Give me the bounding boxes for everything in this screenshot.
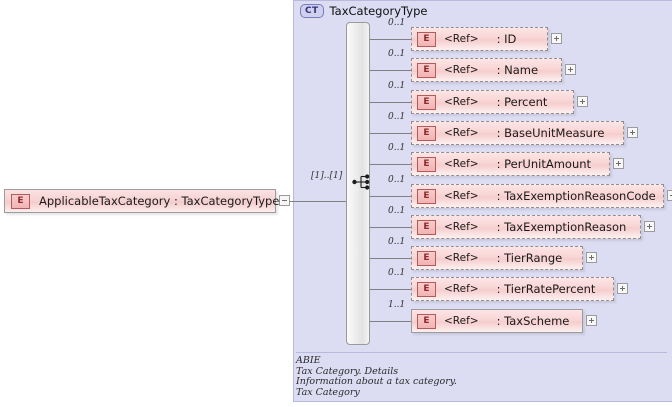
element-type-icon: E	[417, 281, 436, 297]
root-collapse-toggle[interactable]	[279, 195, 290, 206]
connector-line	[370, 258, 411, 259]
element-node[interactable]: E <Ref> : Percent	[411, 90, 574, 114]
root-element-label: ApplicableTaxCategory : TaxCategoryType	[39, 194, 280, 208]
connector-root-right	[276, 201, 280, 202]
element-expand-toggle[interactable]	[577, 96, 588, 107]
element-node[interactable]: E <Ref> : Name	[411, 58, 562, 82]
element-type-icon: E	[417, 188, 436, 204]
element-ref-label: <Ref>	[444, 283, 479, 295]
element-type-icon: E	[417, 250, 436, 266]
root-element-node[interactable]: E ApplicableTaxCategory : TaxCategoryTyp…	[4, 189, 280, 213]
connector-line	[370, 39, 411, 40]
cardinality-label: 0..1	[388, 49, 406, 59]
annotation-line-3: Information about a tax category.	[296, 376, 457, 388]
sequence-icon	[352, 174, 370, 190]
element-name-label: : TierRange	[496, 251, 563, 265]
element-ref-label: <Ref>	[444, 315, 479, 327]
cardinality-label: 0..1	[388, 237, 406, 247]
cardinality-label: 0..1	[388, 18, 406, 28]
cardinality-label: 0..1	[388, 81, 406, 91]
element-node[interactable]: E <Ref> : PerUnitAmount	[411, 152, 610, 176]
element-expand-toggle[interactable]	[613, 158, 624, 169]
element-node[interactable]: E <Ref> : TierRange	[411, 246, 583, 270]
element-expand-toggle[interactable]	[565, 64, 576, 75]
element-ref-label: <Ref>	[444, 127, 479, 139]
element-expand-toggle[interactable]	[617, 283, 628, 294]
element-expand-toggle[interactable]	[586, 252, 597, 263]
cardinality-label: 0..1	[388, 143, 406, 153]
annotation-line-1: ABIE	[296, 355, 321, 366]
element-type-icon: E	[11, 193, 30, 209]
element-node[interactable]: E <Ref> : TaxExemptionReason	[411, 215, 641, 239]
element-name-label: : TaxExemptionReasonCode	[496, 189, 656, 203]
complex-type-name: TaxCategoryType	[329, 4, 428, 18]
cardinality-label: 0..1	[388, 268, 406, 278]
element-node[interactable]: E <Ref> : ID	[411, 27, 548, 51]
element-type-icon: E	[417, 219, 436, 235]
element-expand-toggle[interactable]	[551, 33, 562, 44]
element-ref-label: <Ref>	[444, 33, 479, 45]
element-node[interactable]: E <Ref> : TaxExemptionReasonCode	[411, 184, 664, 208]
element-type-icon: E	[417, 62, 436, 78]
connector-line	[370, 102, 411, 103]
compositor-cardinality: [1]..[1]	[311, 171, 343, 181]
element-ref-label: <Ref>	[444, 190, 479, 202]
element-ref-label: <Ref>	[444, 96, 479, 108]
connector-line	[370, 289, 411, 290]
element-ref-label: <Ref>	[444, 64, 479, 76]
annotation-block: ABIE Tax Category. Details Information a…	[296, 352, 667, 397]
cardinality-label: 0..1	[388, 112, 406, 122]
connector-line	[370, 321, 411, 322]
cardinality-label: 0..1	[388, 206, 406, 216]
connector-line	[370, 196, 411, 197]
element-name-label: : Percent	[496, 95, 548, 109]
cardinality-label: 1..1	[388, 300, 406, 310]
element-type-icon: E	[417, 94, 436, 110]
element-node[interactable]: E <Ref> : TierRatePercent	[411, 277, 614, 301]
connector-line	[370, 164, 411, 165]
element-type-icon: E	[417, 156, 436, 172]
element-name-label: : PerUnitAmount	[496, 157, 592, 171]
element-name-label: : BaseUnitMeasure	[496, 126, 605, 140]
element-name-label: : TierRatePercent	[496, 282, 596, 296]
annotation-line-4: Tax Category	[296, 386, 360, 398]
element-type-icon: E	[417, 125, 436, 141]
element-name-label: : Name	[496, 63, 539, 77]
element-type-icon: E	[417, 313, 436, 329]
element-ref-label: <Ref>	[444, 252, 479, 264]
connector-line	[370, 70, 411, 71]
element-expand-toggle[interactable]	[644, 221, 655, 232]
element-type-icon: E	[417, 31, 436, 47]
cardinality-label: 0..1	[388, 175, 406, 185]
connector-root-to-compositor	[290, 201, 346, 202]
element-expand-toggle[interactable]	[586, 315, 597, 326]
connector-line	[370, 133, 411, 134]
element-ref-label: <Ref>	[444, 221, 479, 233]
connector-line	[370, 227, 411, 228]
element-name-label: : TaxExemptionReason	[496, 220, 627, 234]
element-node[interactable]: E <Ref> : BaseUnitMeasure	[411, 121, 624, 145]
element-node[interactable]: E <Ref> : TaxScheme	[411, 309, 583, 333]
element-expand-toggle[interactable]	[667, 190, 672, 201]
annotation-line-2: Tax Category. Details	[296, 365, 399, 377]
element-expand-toggle[interactable]	[627, 127, 638, 138]
complex-type-header: CT TaxCategoryType	[300, 4, 427, 18]
complex-type-badge: CT	[300, 4, 324, 18]
element-ref-label: <Ref>	[444, 158, 479, 170]
element-name-label: : ID	[496, 32, 517, 46]
element-name-label: : TaxScheme	[496, 314, 570, 328]
